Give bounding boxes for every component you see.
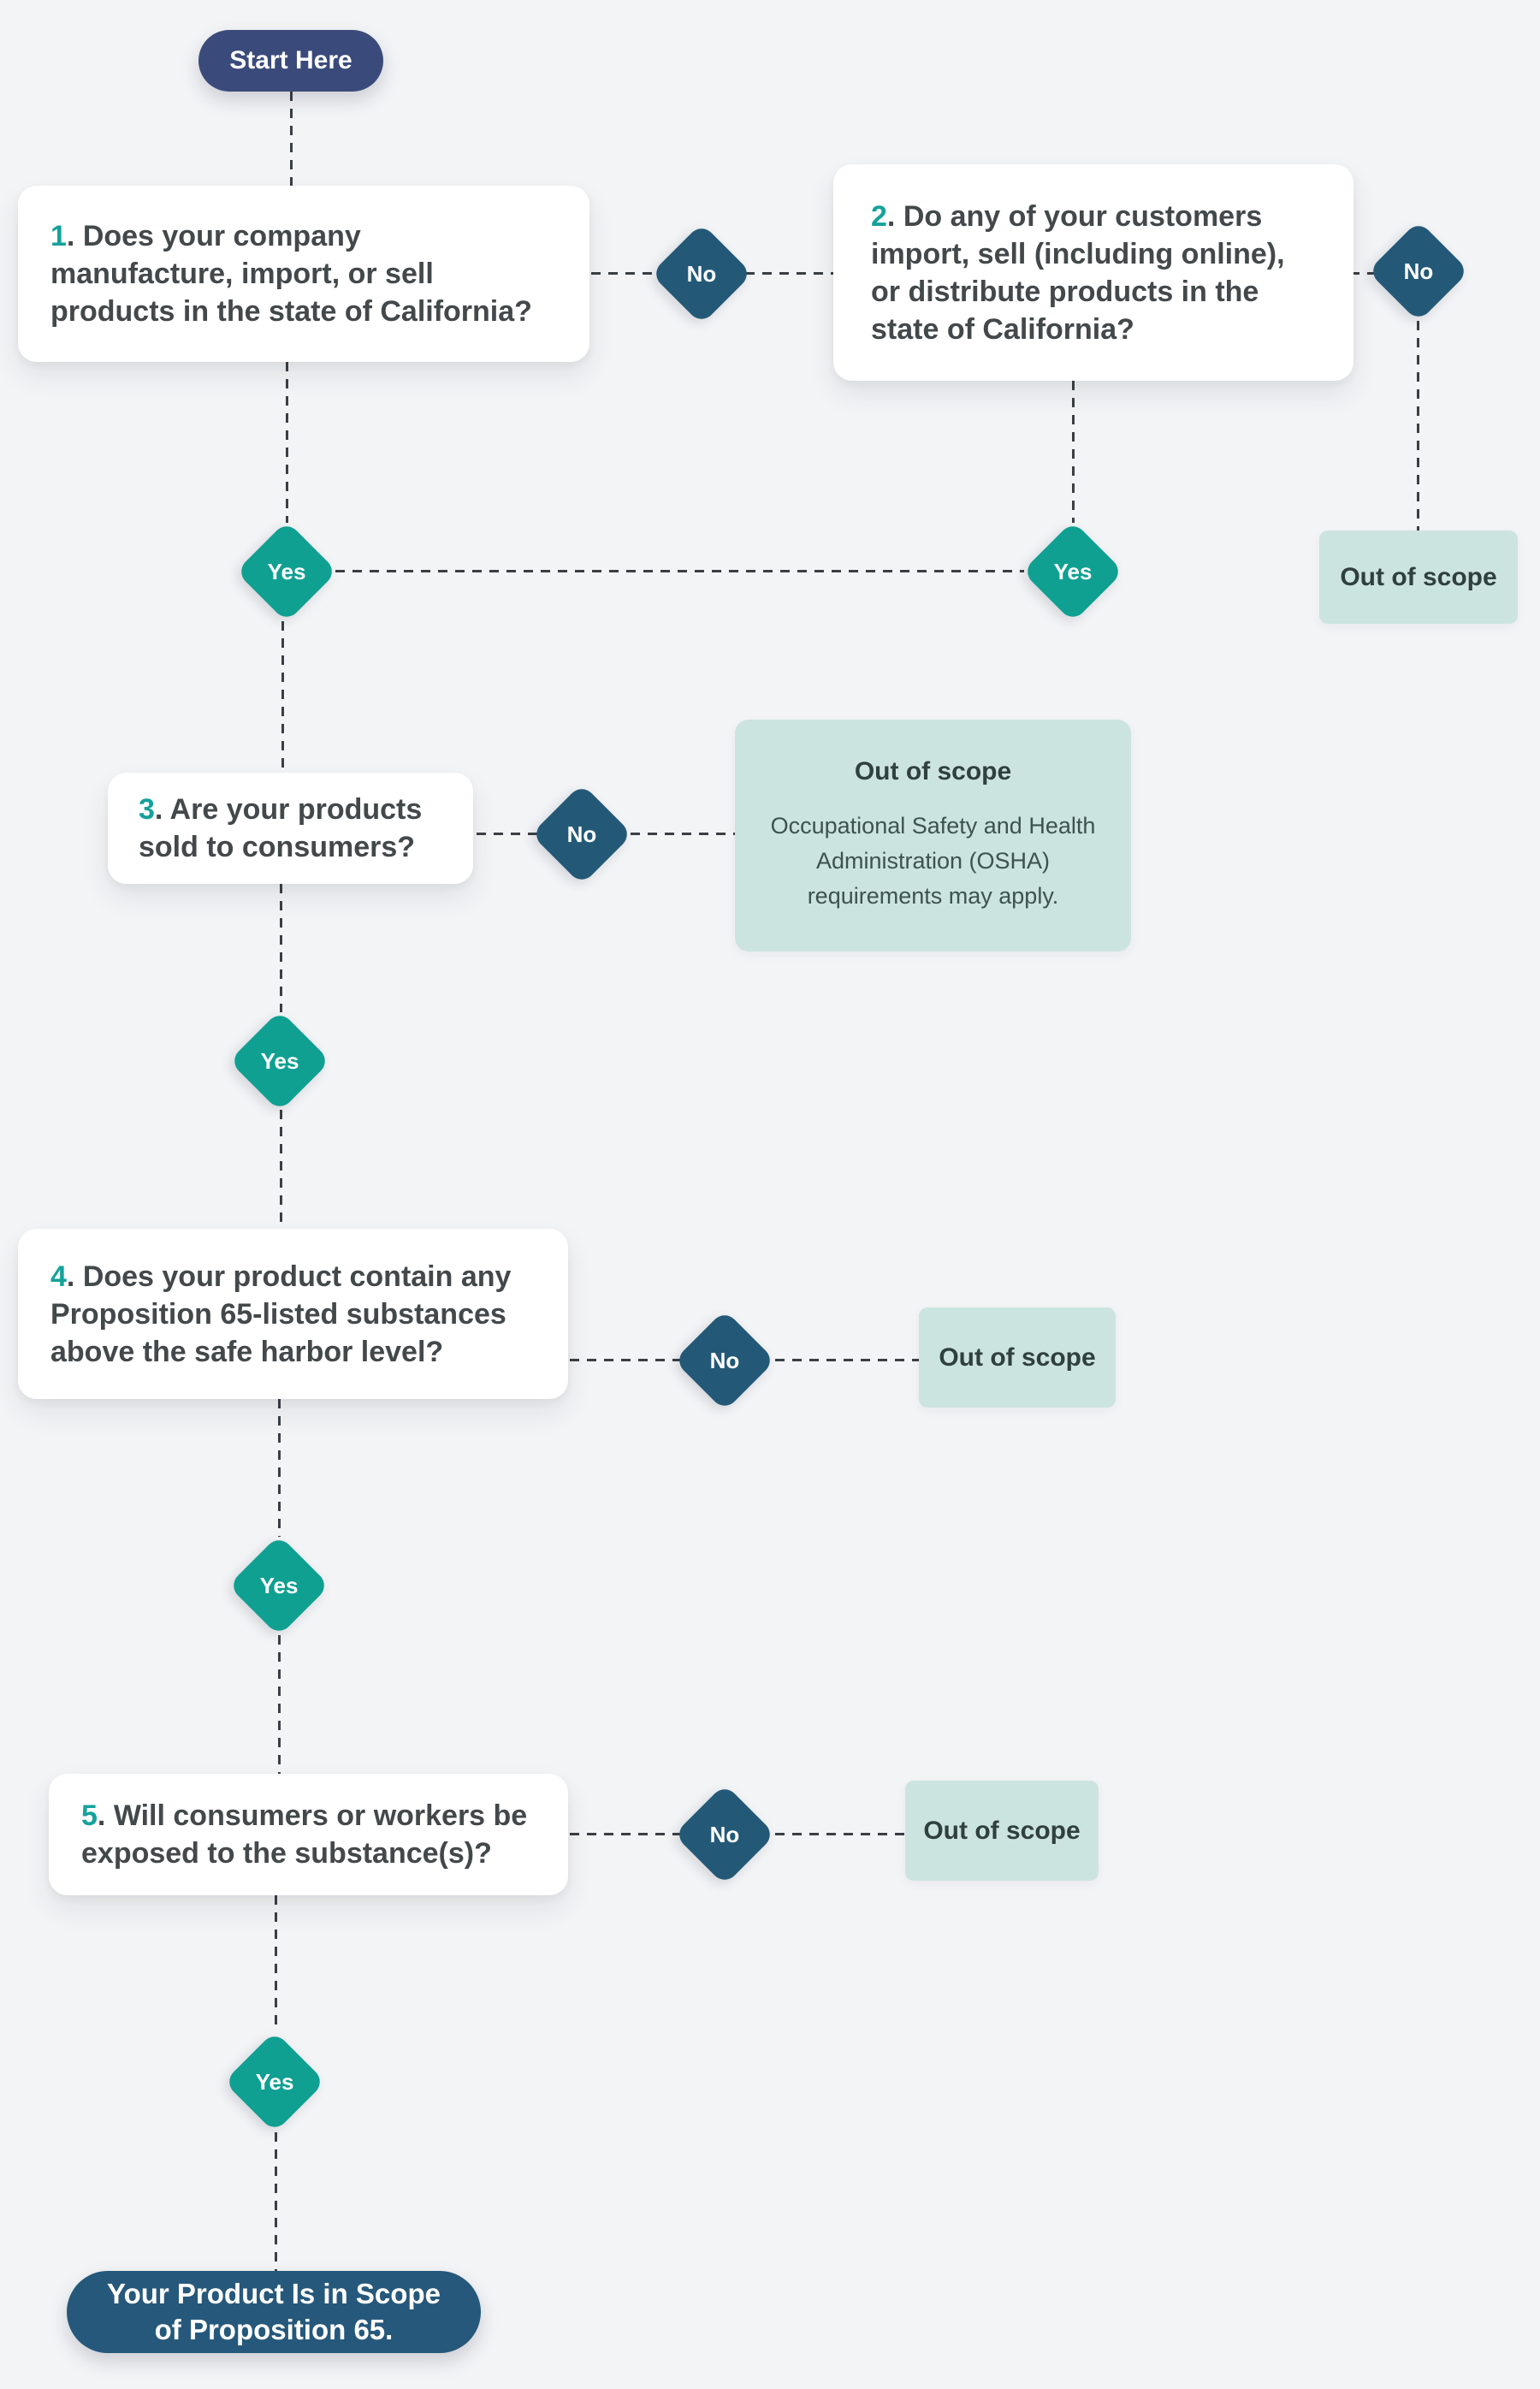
- final-in-scope-pill: Your Product Is in Scope of Proposition …: [67, 2271, 481, 2353]
- q2-yes-label: Yes: [1053, 558, 1093, 584]
- connector-yes1-to-q3: [281, 621, 284, 773]
- q2-yes-diamond: Yes: [1022, 520, 1124, 623]
- q1-no-diamond: No: [650, 222, 753, 325]
- q3-yes-diamond: Yes: [228, 1010, 331, 1112]
- final-in-scope-label: Your Product Is in Scope of Proposition …: [107, 2278, 441, 2345]
- question-5-number: 5: [81, 1799, 98, 1832]
- outcome-title: Out of scope: [939, 1343, 1096, 1372]
- start-here-label: Start Here: [229, 46, 352, 74]
- question-4-card: 4. Does your product contain any Proposi…: [18, 1229, 568, 1399]
- q5-no-diamond: No: [673, 1783, 776, 1886]
- question-4-number: 4: [50, 1260, 67, 1293]
- connector-yes1-to-yes2: [335, 570, 1024, 572]
- question-5-card: 5. Will consumers or workers be exposed …: [49, 1774, 568, 1895]
- question-2-text: 2. Do any of your customers import, sell…: [871, 199, 1285, 346]
- outcome-title: Out of scope: [1340, 562, 1497, 591]
- outcome-title: Out of scope: [854, 757, 1012, 785]
- question-3-text: 3. Are your products sold to consumers?: [139, 793, 423, 863]
- question-3-card: 3. Are your products sold to consumers?: [108, 773, 473, 884]
- q3-no-label: No: [566, 821, 597, 847]
- connector-q3-to-yes3: [280, 884, 282, 1012]
- q5-no-label: No: [709, 1821, 740, 1847]
- q5-yes-label: Yes: [255, 2068, 294, 2095]
- outcome-q5-no-out-of-scope: Out of scope: [905, 1781, 1099, 1881]
- connector-q2-to-yes2: [1072, 381, 1075, 523]
- q4-yes-diamond: Yes: [228, 1534, 330, 1637]
- question-3-number: 3: [139, 793, 155, 826]
- connector-yes4-to-q5: [278, 1635, 281, 1774]
- q3-no-diamond: No: [530, 783, 633, 886]
- connector-no2-to-outofscope: [1417, 321, 1419, 531]
- question-2-number: 2: [871, 199, 887, 233]
- q4-yes-label: Yes: [259, 1572, 299, 1598]
- q5-yes-diamond: Yes: [223, 2030, 326, 2133]
- connector-yes3-to-q4: [280, 1110, 282, 1229]
- outcome-osha-note: Occupational Safety and Health Administr…: [770, 813, 1096, 909]
- q2-no-label: No: [1403, 258, 1434, 284]
- outcome-q4-no-out-of-scope: Out of scope: [919, 1307, 1116, 1408]
- question-1-card: 1. Does your company manufacture, import…: [18, 186, 589, 362]
- q1-yes-diamond: Yes: [235, 520, 338, 623]
- q3-yes-label: Yes: [260, 1047, 299, 1074]
- q4-no-label: No: [709, 1347, 740, 1373]
- outcome-q2-no-out-of-scope: Out of scope: [1319, 531, 1518, 624]
- question-2-card: 2. Do any of your customers import, sell…: [833, 164, 1353, 381]
- question-1-text: 1. Does your company manufacture, import…: [50, 220, 532, 328]
- connector-q2-to-no2: [1316, 272, 1419, 275]
- connector-q4-to-yes4: [278, 1399, 281, 1537]
- connector-q5-to-yes5: [275, 1895, 277, 2032]
- q1-yes-label: Yes: [267, 558, 306, 584]
- q1-no-label: No: [686, 260, 717, 287]
- q4-no-diamond: No: [673, 1309, 776, 1412]
- question-1-number: 1: [50, 220, 67, 252]
- question-4-text: 4. Does your product contain any Proposi…: [50, 1260, 512, 1368]
- q2-no-diamond: No: [1367, 220, 1470, 323]
- connector-q1-to-yes1: [286, 362, 288, 523]
- start-here-pill: Start Here: [198, 30, 383, 92]
- connector-yes5-to-final: [275, 2132, 277, 2271]
- question-5-text: 5. Will consumers or workers be exposed …: [81, 1799, 528, 1870]
- connector-start-to-q1: [290, 92, 293, 186]
- outcome-q3-no-out-of-scope-osha: Out of scope Occupational Safety and Hea…: [735, 720, 1131, 951]
- outcome-title: Out of scope: [923, 1816, 1081, 1845]
